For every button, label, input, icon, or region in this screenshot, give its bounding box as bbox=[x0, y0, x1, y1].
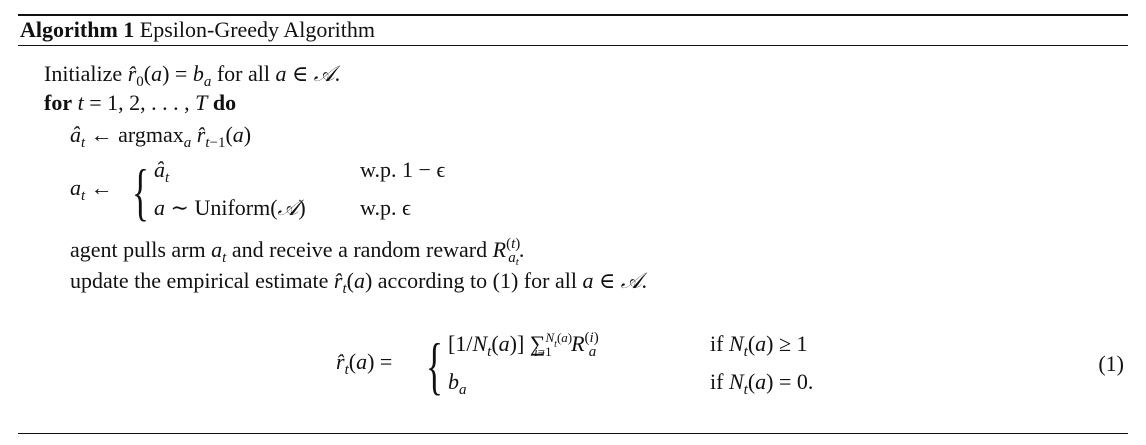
equation-lhs: r̂t(a) = bbox=[336, 349, 393, 378]
equation-case-2-cond: if Nt(a) = 0. bbox=[710, 369, 814, 398]
update-line: update the empirical estimate r̂t(a) acc… bbox=[70, 268, 648, 297]
equation-case-2: ba bbox=[448, 369, 467, 398]
pull-text-2: and receive a random reward bbox=[231, 237, 488, 262]
pull-line: agent pulls arm at and receive a random … bbox=[70, 236, 525, 268]
equation-case-1: [1/Nt(a)] ∑Nt(a)i=1 R(i)a bbox=[448, 330, 599, 360]
for-keyword: for bbox=[44, 90, 73, 115]
argmax-operator: argmax bbox=[118, 122, 184, 147]
init-tail: for all bbox=[216, 61, 270, 86]
action-case-1: ât bbox=[154, 157, 170, 186]
action-case-1-cond: w.p. 1 − ϵ bbox=[360, 157, 446, 182]
algorithm-title: Epsilon-Greedy Algorithm bbox=[139, 17, 376, 42]
equation-if-2: if bbox=[710, 369, 724, 394]
action-brace: { bbox=[132, 156, 149, 227]
argmax-line: ât ← argmaxa r̂t−1(a) bbox=[70, 122, 252, 151]
update-text: update the empirical estimate bbox=[70, 268, 329, 293]
equation-number: (1) bbox=[1098, 351, 1124, 376]
algorithm-header: Algorithm 1 Epsilon-Greedy Algorithm bbox=[20, 16, 375, 44]
algorithm-label: Algorithm 1 bbox=[20, 17, 135, 42]
init-word: Initialize bbox=[44, 61, 123, 86]
update-text-2: according to (1) for all bbox=[377, 268, 577, 293]
do-keyword: do bbox=[212, 90, 237, 115]
uniform-word: Uniform bbox=[194, 195, 271, 220]
init-line: Initialize r̂0(a) = ba for all a ∈ 𝒜. bbox=[44, 61, 341, 90]
for-line: for t = 1, 2, . . . , T do bbox=[44, 90, 237, 115]
pull-text: agent pulls arm bbox=[70, 237, 206, 262]
equation-if-1: if bbox=[710, 331, 724, 356]
action-case-2: a ∼ Uniform(𝒜) bbox=[154, 195, 306, 221]
bottom-rule bbox=[18, 433, 1128, 434]
equation-brace: { bbox=[426, 330, 443, 401]
header-rule bbox=[18, 45, 1128, 46]
action-lhs: at ← bbox=[70, 175, 113, 204]
equation-case-1-cond: if Nt(a) ≥ 1 bbox=[710, 331, 808, 360]
action-case-2-cond: w.p. ϵ bbox=[360, 195, 411, 220]
top-rule bbox=[18, 14, 1128, 16]
